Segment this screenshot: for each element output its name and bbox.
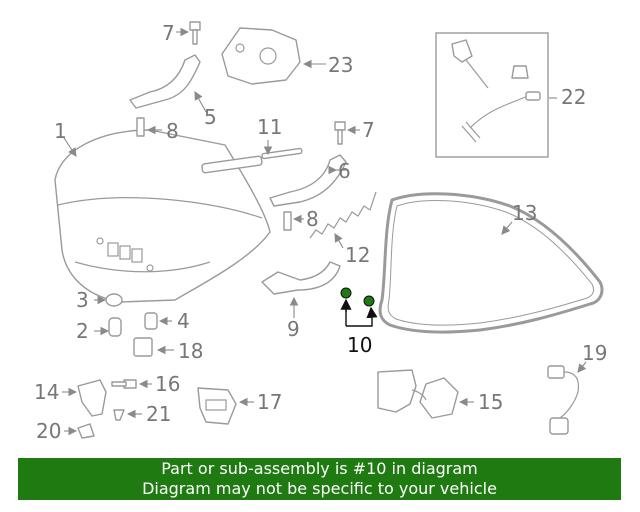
clip-part [77, 423, 95, 439]
latch-assembly-part [377, 369, 459, 419]
callout-12: 12 [345, 243, 370, 267]
callout-17: 17 [257, 390, 282, 414]
bolt-upper-part [189, 21, 201, 45]
grommet-part [105, 293, 123, 307]
actuator-part [221, 27, 301, 85]
fastener-part [113, 409, 125, 421]
trunk-lid-part [54, 129, 271, 303]
stud-upper-part [136, 117, 145, 137]
notice-line-2: Diagram may not be specific to your vehi… [142, 479, 497, 498]
callout-16: 16 [155, 372, 180, 396]
callout-2: 2 [76, 319, 89, 343]
callout-8-b: 8 [306, 207, 319, 231]
bolt-middle-part [334, 121, 346, 145]
bumper-block-part [133, 337, 153, 357]
callout-21: 21 [146, 402, 171, 426]
bracket-part [261, 261, 341, 295]
callout-23: 23 [328, 53, 353, 77]
callout-10: 10 [347, 333, 372, 357]
notice-line-1: Part or sub-assembly is #10 in diagram [161, 459, 478, 478]
callout-6: 6 [338, 159, 351, 183]
callout-18: 18 [178, 339, 203, 363]
callout-3: 3 [76, 288, 89, 312]
callout-20: 20 [36, 419, 61, 443]
spring-part [309, 191, 377, 239]
callout-7-b: 7 [362, 118, 375, 142]
wire-harness-part [547, 365, 580, 435]
bumper-stop-part [108, 317, 122, 337]
bushing-part [144, 312, 158, 330]
gas-strut-part [201, 147, 303, 174]
callout-15: 15 [478, 390, 503, 414]
callout-1: 1 [54, 119, 67, 143]
hinge-left-part [129, 54, 201, 109]
screw-part [111, 379, 137, 389]
callout-19: 19 [582, 341, 607, 365]
callout-5: 5 [204, 105, 217, 129]
sensor-kit-box [435, 32, 549, 158]
callout-13: 13 [512, 201, 537, 225]
notice-banner: Part or sub-assembly is #10 in diagram D… [18, 458, 621, 500]
callout-4: 4 [177, 309, 190, 333]
stud-lower-part [283, 211, 292, 231]
parts-diagram: 1 2 3 4 5 6 7 7 8 [34, 21, 607, 443]
lock-bracket-part [77, 379, 107, 417]
callout-7-a: 7 [162, 21, 175, 45]
handle-cover-part [197, 387, 237, 425]
callout-9: 9 [287, 317, 300, 341]
hinge-right-part [269, 154, 347, 207]
callout-14: 14 [34, 380, 59, 404]
weatherstrip-part [378, 192, 604, 334]
callout-22: 22 [561, 85, 586, 109]
callout-8-a: 8 [166, 119, 179, 143]
highlighted-screws-part [340, 287, 375, 307]
callout-11: 11 [257, 115, 282, 139]
